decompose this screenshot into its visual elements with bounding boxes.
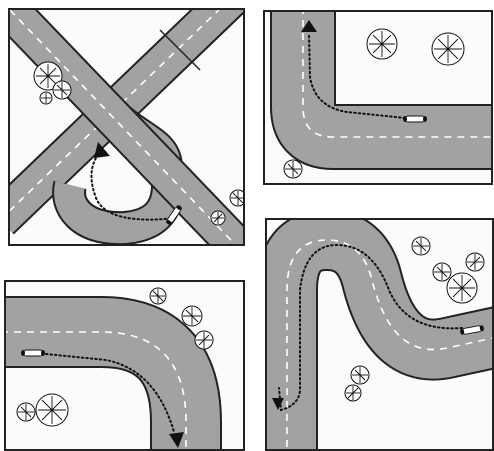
panel-right-bend	[4, 280, 245, 451]
tree-icon	[210, 210, 226, 226]
tree-icon	[33, 61, 63, 91]
panel-1-drawing	[10, 10, 243, 244]
tree-icon	[283, 159, 303, 179]
riding-line	[90, 149, 176, 221]
riding-line	[45, 353, 175, 433]
motorcycle-icon	[403, 115, 427, 123]
direction-arrow-icon	[94, 142, 110, 158]
panel-4-drawing	[267, 220, 492, 449]
panel-s-curve	[265, 218, 494, 451]
tree-icon	[194, 330, 214, 350]
tree-icon	[431, 32, 465, 66]
corner-road	[270, 12, 491, 170]
s-curve-road	[267, 220, 492, 449]
tree-icon	[344, 384, 362, 402]
direction-arrow-icon	[301, 20, 317, 32]
tree-icon	[52, 80, 72, 100]
tree-icon	[366, 28, 398, 60]
motorcycle-icon	[166, 205, 182, 225]
panel-left-turn-corner	[263, 10, 493, 185]
tree-icon	[465, 252, 485, 272]
motorcycle-icon	[21, 349, 45, 357]
underpass-road	[10, 10, 243, 235]
tree-icon	[181, 305, 203, 327]
tree-icon	[149, 287, 167, 305]
direction-arrow-icon	[272, 398, 284, 410]
motorcycle-icon	[460, 325, 484, 335]
tree-icon	[350, 365, 370, 385]
panel-3-drawing	[6, 287, 222, 449]
panel-overpass-loop	[8, 8, 245, 246]
riding-line	[278, 243, 463, 412]
panel-2-drawing	[270, 12, 491, 179]
tree-icon	[39, 91, 53, 105]
tree-icon	[229, 189, 243, 207]
bend-road	[6, 296, 222, 449]
tree-icon	[16, 402, 36, 422]
direction-arrow-icon	[169, 432, 184, 448]
tree-icon	[432, 262, 452, 282]
overpass-road	[10, 10, 243, 244]
tree-icon	[35, 393, 69, 427]
riding-line	[308, 33, 406, 119]
tree-icon	[446, 272, 478, 304]
tree-icon	[411, 236, 431, 256]
